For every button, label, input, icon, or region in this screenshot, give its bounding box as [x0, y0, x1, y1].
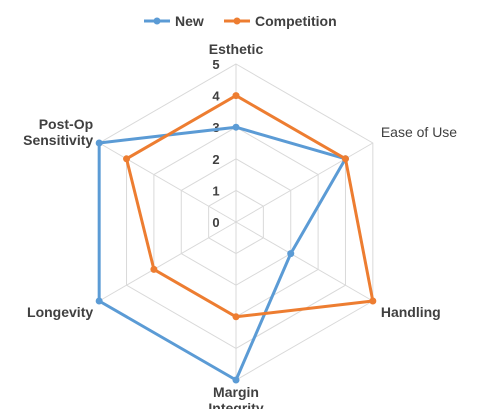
axis-label: Ease of Use: [381, 124, 457, 140]
legend-label: New: [175, 13, 204, 29]
radar-series: [95, 92, 377, 384]
tick-label: 0: [212, 215, 219, 230]
axis-label: Esthetic: [209, 41, 264, 57]
data-point: [232, 376, 240, 384]
legend-marker: [233, 17, 241, 25]
tick-label: 1: [212, 183, 219, 198]
tick-label: 3: [212, 120, 219, 135]
data-point: [232, 313, 240, 321]
data-point: [232, 92, 240, 100]
series-line: [125, 94, 375, 319]
series-line: [97, 125, 347, 382]
radar-tick-labels: 0 1 2 3 4 5: [212, 57, 220, 230]
data-point: [369, 297, 377, 305]
data-point: [232, 123, 240, 131]
grid-spoke: [235, 142, 374, 223]
data-point: [123, 155, 131, 163]
grid-spoke: [98, 221, 237, 302]
data-point: [287, 250, 295, 258]
legend: New Competition: [144, 13, 337, 29]
data-point: [341, 155, 349, 163]
axis-label: Handling: [381, 304, 441, 320]
tick-label: 5: [212, 57, 219, 72]
grid-spoke: [235, 221, 374, 302]
radar-grid: [98, 63, 374, 381]
tick-label: 4: [212, 89, 220, 104]
data-point: [95, 139, 103, 147]
legend-marker: [153, 17, 161, 25]
axis-label: Longevity: [27, 304, 93, 320]
data-point: [95, 297, 103, 305]
data-point: [150, 265, 158, 273]
legend-label: Competition: [255, 13, 337, 29]
grid-spoke: [98, 142, 237, 223]
tick-label: 2: [212, 152, 219, 167]
